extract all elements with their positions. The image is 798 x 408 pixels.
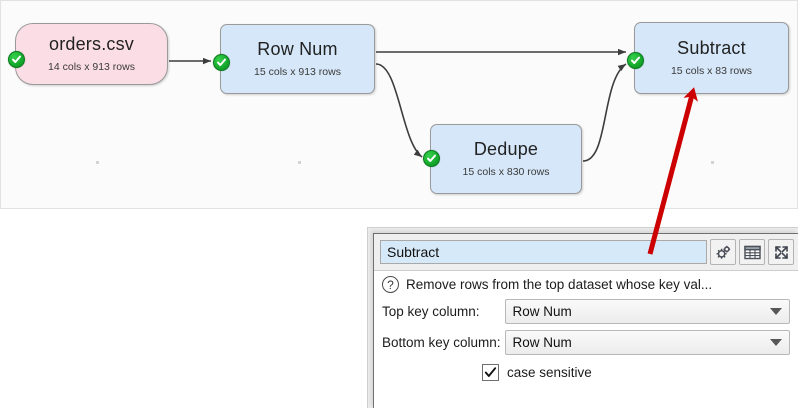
top-key-column-combobox[interactable]: Row Num	[504, 299, 790, 324]
combobox-value: Row Num	[512, 304, 572, 319]
grid-dot	[96, 161, 99, 164]
node-name-input[interactable]	[380, 240, 707, 264]
node-subtitle: 15 cols x 830 rows	[462, 165, 550, 178]
node-subtitle: 15 cols x 913 rows	[254, 65, 341, 78]
node-title: Subtract	[677, 37, 746, 58]
node-title: Dedupe	[473, 138, 539, 159]
flow-canvas[interactable]: orders.csv 14 cols x 913 rows Row Num 15…	[0, 0, 798, 209]
question-mark-icon[interactable]: ?	[382, 276, 399, 293]
field-label: Bottom key column:	[382, 335, 501, 350]
chevron-down-icon	[770, 308, 782, 315]
chevron-down-icon	[770, 339, 782, 346]
expand-icon[interactable]	[768, 239, 794, 265]
case-sensitive-checkbox[interactable]	[482, 364, 499, 381]
gears-icon[interactable]	[710, 239, 736, 265]
case-sensitive-label: case sensitive	[507, 365, 592, 380]
combobox-value: Row Num	[512, 335, 572, 350]
node-subtitle: 15 cols x 83 rows	[670, 64, 753, 77]
node-subtract[interactable]: Subtract 15 cols x 83 rows	[627, 22, 789, 94]
node-title: orders.csv	[48, 33, 135, 54]
grid-dot	[298, 161, 301, 164]
bottom-key-column-combobox[interactable]: Row Num	[504, 330, 790, 355]
node-row-num[interactable]: Row Num 15 cols x 913 rows	[213, 24, 375, 94]
node-dedupe[interactable]: Dedupe 15 cols x 830 rows	[423, 124, 582, 194]
check-circle-icon	[423, 150, 440, 167]
grid-dot	[711, 161, 714, 164]
table-icon[interactable]	[739, 239, 765, 265]
panel-title-row	[374, 234, 798, 271]
check-circle-icon	[8, 51, 25, 68]
node-orders-csv[interactable]: orders.csv 14 cols x 913 rows	[8, 23, 168, 85]
check-circle-icon	[213, 54, 230, 71]
panel-help-text: Remove rows from the top dataset whose k…	[406, 277, 713, 292]
field-top-key-column: Top key column: Row Num	[374, 296, 798, 327]
node-subtitle: 14 cols x 913 rows	[48, 60, 135, 73]
properties-panel: ? Remove rows from the top dataset whose…	[373, 233, 798, 408]
field-bottom-key-column: Bottom key column: Row Num	[374, 327, 798, 358]
check-circle-icon	[627, 52, 644, 69]
case-sensitive-row: case sensitive	[374, 358, 798, 385]
field-label: Top key column:	[382, 304, 480, 319]
panel-help-row: ? Remove rows from the top dataset whose…	[374, 271, 798, 296]
node-title: Row Num	[257, 38, 338, 59]
